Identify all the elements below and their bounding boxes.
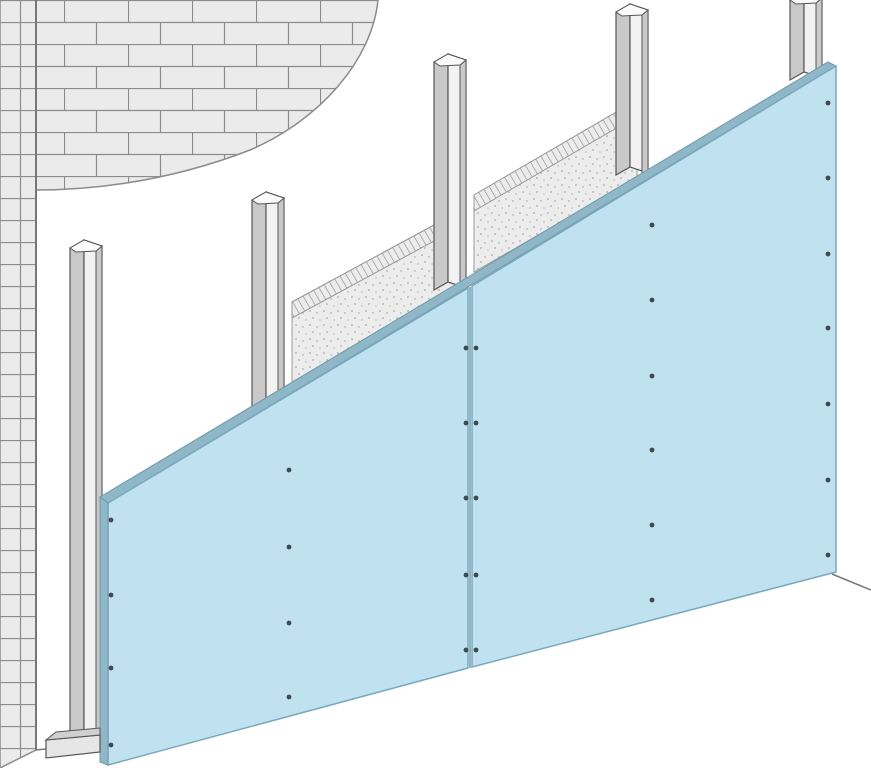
screw: [473, 345, 479, 351]
screw: [463, 495, 469, 501]
screw: [108, 665, 114, 671]
stud-flange: [433, 52, 449, 292]
screw: [473, 420, 479, 426]
brick-wall-back: [0, 0, 379, 191]
screw: [649, 597, 655, 603]
brick-wall: [0, 0, 379, 768]
screw: [286, 620, 292, 626]
stud-flange: [789, 0, 805, 82]
stud-flange: [615, 2, 631, 177]
screw: [286, 694, 292, 700]
screw: [825, 401, 831, 407]
stud-top: [789, 0, 821, 5]
screw: [473, 495, 479, 501]
screw: [286, 467, 292, 473]
screw: [825, 100, 831, 106]
brick-wall-side: [0, 0, 37, 768]
screw: [463, 647, 469, 653]
stud-lip: [459, 58, 467, 295]
screw: [825, 552, 831, 558]
screw: [649, 447, 655, 453]
steel-stud-1: [69, 238, 104, 750]
stud-lip: [641, 8, 649, 180]
screw: [649, 222, 655, 228]
stud-top: [251, 191, 286, 205]
screw: [473, 647, 479, 653]
stud-top: [69, 239, 104, 253]
stud-lip: [277, 196, 285, 413]
screw: [473, 572, 479, 578]
screw: [108, 592, 114, 598]
screw: [825, 477, 831, 483]
screw: [825, 175, 831, 181]
stud-flange: [251, 190, 267, 410]
screw: [463, 572, 469, 578]
screw: [463, 345, 469, 351]
screw-fixings: [108, 100, 831, 748]
screw: [825, 325, 831, 331]
screw: [463, 420, 469, 426]
steel-stud-5: [789, 0, 823, 85]
screw: [286, 544, 292, 550]
steel-stud-3: [433, 52, 468, 295]
stud-top: [615, 3, 650, 17]
steel-stud-2: [251, 190, 286, 413]
screw: [108, 742, 114, 748]
floor-track: [44, 727, 101, 759]
screw: [108, 517, 114, 523]
steel-stud-4: [615, 2, 650, 180]
plasterboard-panel-right: [471, 64, 837, 668]
plasterboard-side-edge: [99, 496, 109, 766]
plasterboard: [99, 61, 838, 766]
screw: [649, 297, 655, 303]
plasterboard-panel-left: [107, 286, 469, 766]
screw: [825, 251, 831, 257]
screw: [649, 522, 655, 528]
mineral-wool-insulation: [291, 99, 638, 383]
screw: [649, 373, 655, 379]
stud-top: [433, 53, 468, 67]
stud-flange: [69, 238, 85, 747]
